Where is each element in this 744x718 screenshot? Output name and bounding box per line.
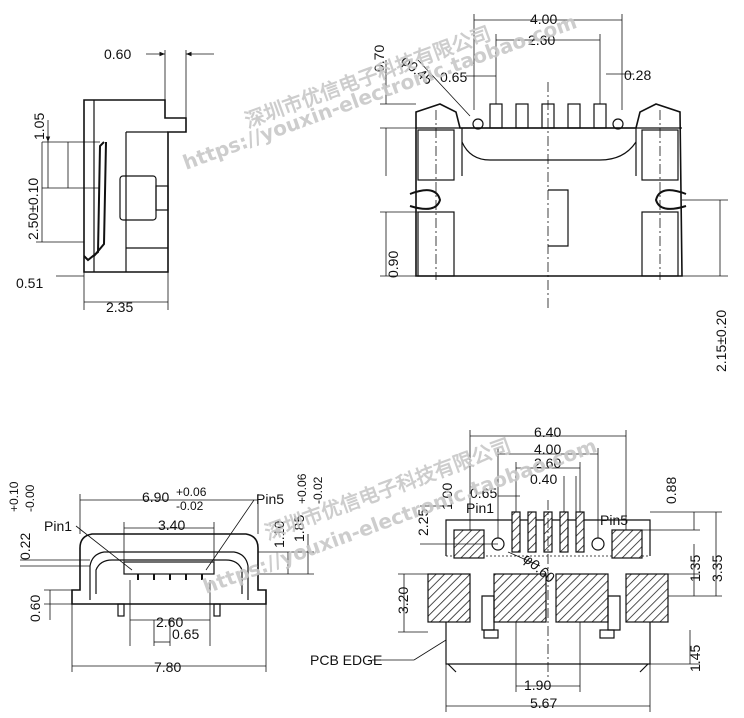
front-dim-top-offset-tol-minus: -0.00 bbox=[23, 484, 37, 512]
footprint-view: 6.40 4.00 2.60 0.40 0.65 1.00 2.25 φ0.60… bbox=[310, 424, 725, 712]
fp-label-pin5: Pin5 bbox=[600, 512, 628, 528]
front-dim-inner-height-tol-minus: -0.02 bbox=[311, 476, 325, 504]
side-dim-bottom-left: 0.51 bbox=[16, 275, 43, 291]
front-dim-outer-width: 6.90 bbox=[142, 489, 169, 505]
rear-dim-pitch-total: 4.00 bbox=[530, 11, 557, 27]
fp-dim-overall: 6.40 bbox=[534, 424, 561, 440]
rear-dim-overall-height: 2.15±0.20 bbox=[713, 310, 729, 372]
fp-dim-left-big: 3.20 bbox=[395, 587, 411, 614]
front-view: 6.90 +0.06 -0.02 3.40 2.60 0.65 7.80 0.6… bbox=[7, 473, 325, 675]
fp-dim-bottom-right: 1.45 bbox=[687, 645, 703, 672]
front-dim-top-offset-tol-plus: +0.10 bbox=[7, 481, 21, 512]
front-dim-inner-height: 1.85 bbox=[291, 515, 307, 542]
fp-dim-right-mid: 1.35 bbox=[687, 555, 703, 582]
rear-dim-pitch: 0.65 bbox=[440, 69, 467, 85]
fp-dim-right-total: 3.35 bbox=[709, 555, 725, 582]
fp-dim-right-top: 0.88 bbox=[663, 477, 679, 504]
front-dim-pitch: 0.65 bbox=[172, 626, 199, 642]
front-dim-top-offset: 0.22 bbox=[17, 533, 33, 560]
fp-dim-bottom-total: 5.67 bbox=[530, 695, 557, 711]
fp-dim-bottom-center: 1.90 bbox=[524, 677, 551, 693]
fp-dim-pad-h: 1.00 bbox=[439, 483, 455, 510]
rear-dim-lower-height: 0.90 bbox=[385, 251, 401, 278]
side-view: 0.60 1.05 2.50±0.10 0.51 2.35 bbox=[16, 46, 214, 315]
front-label-pin5: Pin5 bbox=[256, 491, 284, 507]
fp-dim-pitch: 0.65 bbox=[470, 485, 497, 501]
front-dim-base-width: 7.80 bbox=[154, 659, 181, 675]
front-dim-outer-width-tol-minus: -0.02 bbox=[176, 499, 204, 513]
front-dim-slot-height: 1.10 bbox=[271, 521, 287, 548]
side-dim-top-width: 0.60 bbox=[104, 46, 131, 62]
side-dim-height-a: 1.05 bbox=[31, 113, 47, 140]
front-dim-inner-width: 3.40 bbox=[158, 517, 185, 533]
fp-label-pin1: Pin1 bbox=[466, 500, 494, 516]
front-dim-outer-width-tol-plus: +0.06 bbox=[176, 485, 207, 499]
rear-dim-pin-offset: 0.70 bbox=[371, 45, 387, 72]
fp-dim-pitch-total: 4.00 bbox=[534, 441, 561, 457]
front-dim-side-height: 0.60 bbox=[27, 595, 43, 622]
fp-dim-row-offset: 2.25 bbox=[415, 509, 431, 536]
front-dim-inner-height-tol-plus: +0.06 bbox=[295, 473, 309, 504]
fp-dim-pitch-span: 2.60 bbox=[534, 455, 561, 471]
side-dim-depth: 2.35 bbox=[106, 299, 133, 315]
side-dim-height-b: 2.50±0.10 bbox=[25, 178, 41, 240]
front-label-pin1: Pin1 bbox=[44, 518, 72, 534]
fp-dim-pad-gap: 0.40 bbox=[530, 471, 557, 487]
rear-dim-pitch-span: 2.60 bbox=[528, 32, 555, 48]
fp-label-pcb-edge: PCB EDGE bbox=[310, 652, 382, 668]
watermark: 深圳市优信电子科技有限公司 https://youxin-electronic.… bbox=[180, 9, 600, 598]
rear-dim-pin-width: 0.28 bbox=[624, 67, 651, 83]
